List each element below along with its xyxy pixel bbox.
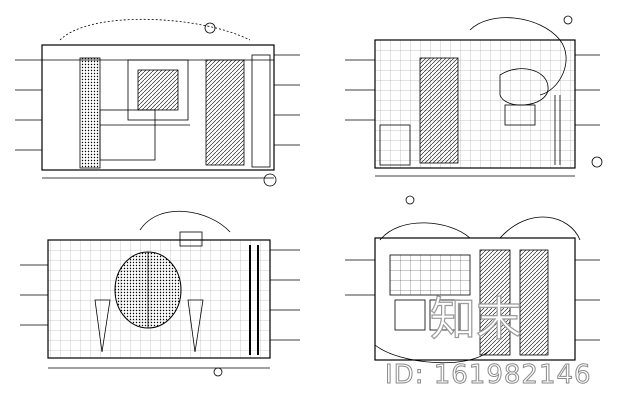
elevation-c [20, 210, 300, 377]
watermark-id: ID: 161982146 [385, 360, 592, 390]
elevation-d [345, 195, 600, 364]
elevation-b [345, 15, 603, 177]
watermark-logo: 知末 [430, 292, 522, 346]
watermark: 知末 ID: 161982146 [385, 291, 592, 390]
elevation-a [15, 18, 300, 187]
